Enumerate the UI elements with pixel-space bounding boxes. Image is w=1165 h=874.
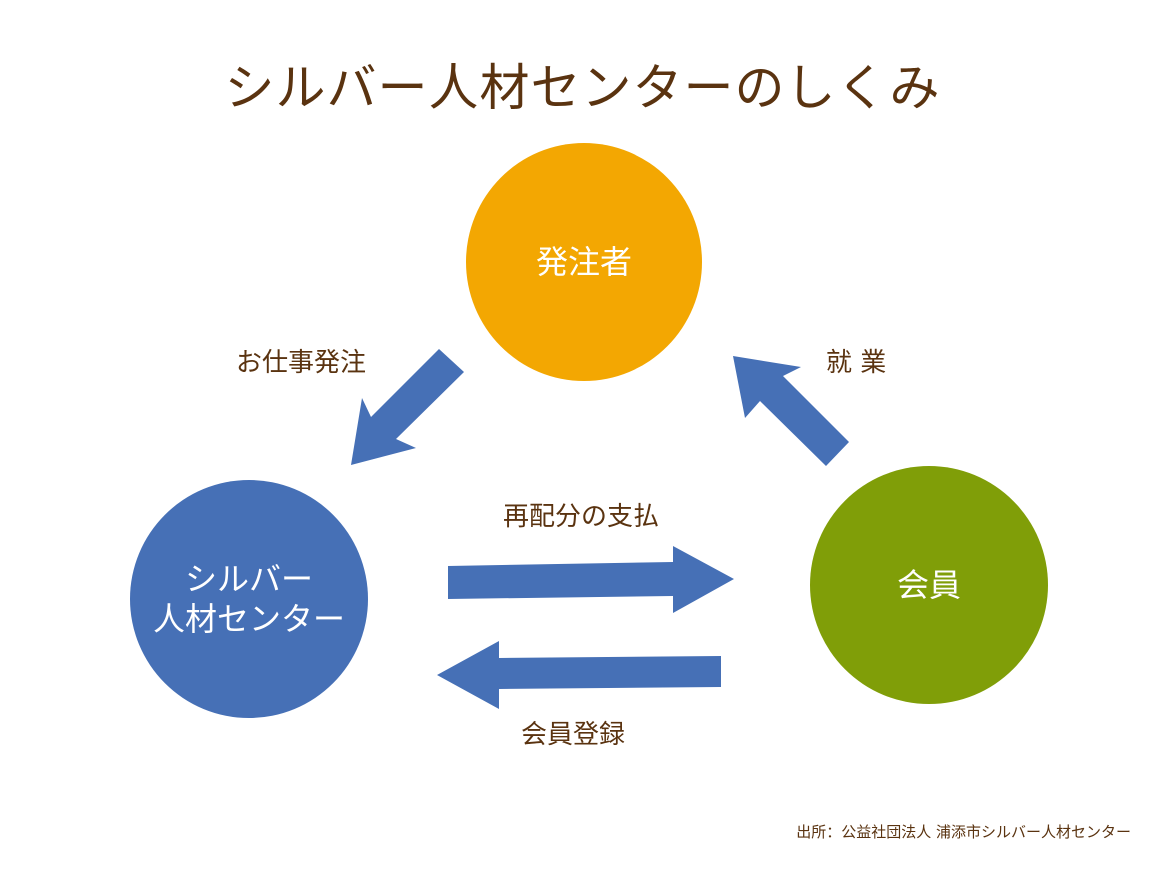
- member-label: 会員: [896, 566, 961, 604]
- payment-arrow: [448, 546, 734, 613]
- registration-flow-label: 会員登録: [521, 720, 626, 750]
- order-arrow: [351, 349, 464, 465]
- work-arrow: [733, 356, 849, 466]
- orderer-circle: 発注者: [466, 143, 702, 381]
- page-title: シルバー人材センターのしくみ: [224, 59, 941, 117]
- member-circle: 会員: [810, 466, 1048, 704]
- orderer-label: 発注者: [535, 243, 632, 281]
- registration-arrow: [437, 641, 721, 709]
- source-credit: 出所：公益社団法人 浦添市シルバー人材センター: [796, 823, 1131, 841]
- silver-center-circle: シルバー 人材センター: [130, 480, 368, 718]
- payment-flow-label: 再配分の支払: [503, 502, 660, 532]
- order-flow-label: お仕事発注: [236, 348, 367, 378]
- silver-center-label: シルバー 人材センター: [152, 560, 345, 638]
- work-flow-label: 就 業: [826, 348, 887, 378]
